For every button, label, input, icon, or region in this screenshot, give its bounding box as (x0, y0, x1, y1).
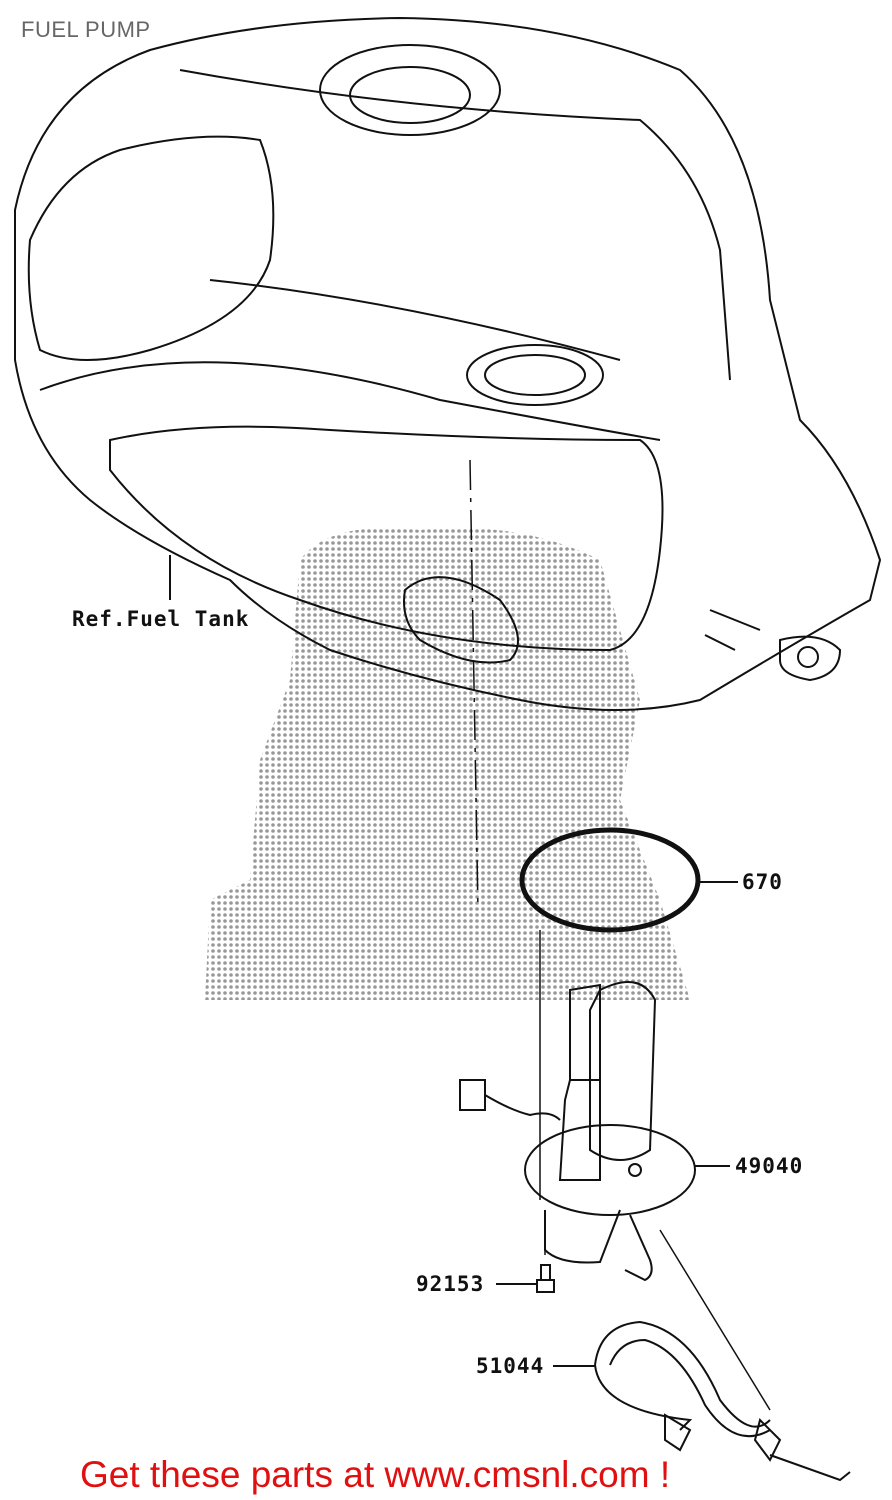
part-label-ref-fuel-tank[interactable]: Ref.Fuel Tank (72, 607, 250, 631)
part-label-49040[interactable]: 49040 (735, 1154, 804, 1178)
shop-link-banner[interactable]: Get these parts at www.cmsnl.com ! (80, 1454, 671, 1495)
part-label-51044[interactable]: 51044 (476, 1354, 545, 1378)
watermark-logo (205, 528, 690, 1000)
part-label-92153[interactable]: 92153 (416, 1272, 485, 1296)
part-label-670[interactable]: 670 (742, 870, 783, 894)
assembly-axis-line (469, 459, 479, 911)
hose-51044 (553, 1229, 851, 1482)
o-ring-670 (519, 827, 701, 933)
bolt-92153 (496, 1215, 555, 1293)
diagram-title: FUEL PUMP (21, 17, 151, 42)
fuel-tank (14, 16, 882, 711)
